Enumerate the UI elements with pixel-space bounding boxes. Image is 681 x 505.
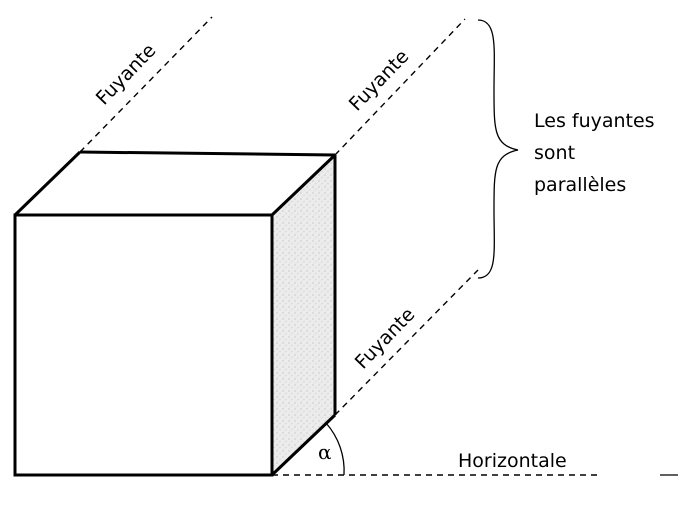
cube-top-face: [15, 152, 335, 215]
angle-arc: [325, 422, 345, 476]
grouping-brace: [477, 19, 519, 279]
top-right-edge: [270, 153, 337, 217]
note-line-1: Les fuyantes: [534, 110, 655, 132]
receding-line-top-right: [334, 18, 466, 156]
fuyante-label-top-right: Fuyante: [345, 46, 414, 116]
note-line-2: sont: [534, 142, 575, 164]
fuyante-label-bottom: Fuyante: [351, 304, 420, 374]
horizontale-label: Horizontale: [458, 450, 567, 472]
receding-line-top-left: [79, 16, 213, 153]
top-back-edge: [79, 150, 336, 157]
fuyante-label-top-left: Fuyante: [92, 40, 161, 110]
top-left-edge: [13, 150, 82, 217]
cube-edges: [13, 150, 337, 477]
note-line-3: parallèles: [534, 174, 626, 196]
bottom-right-edge: [270, 413, 337, 477]
front-face-outline: [13, 213, 274, 477]
cube-front-face: [15, 215, 272, 475]
angle-label: α: [318, 440, 332, 464]
receding-line-bottom: [334, 269, 479, 416]
cube-side-face: [272, 155, 335, 475]
